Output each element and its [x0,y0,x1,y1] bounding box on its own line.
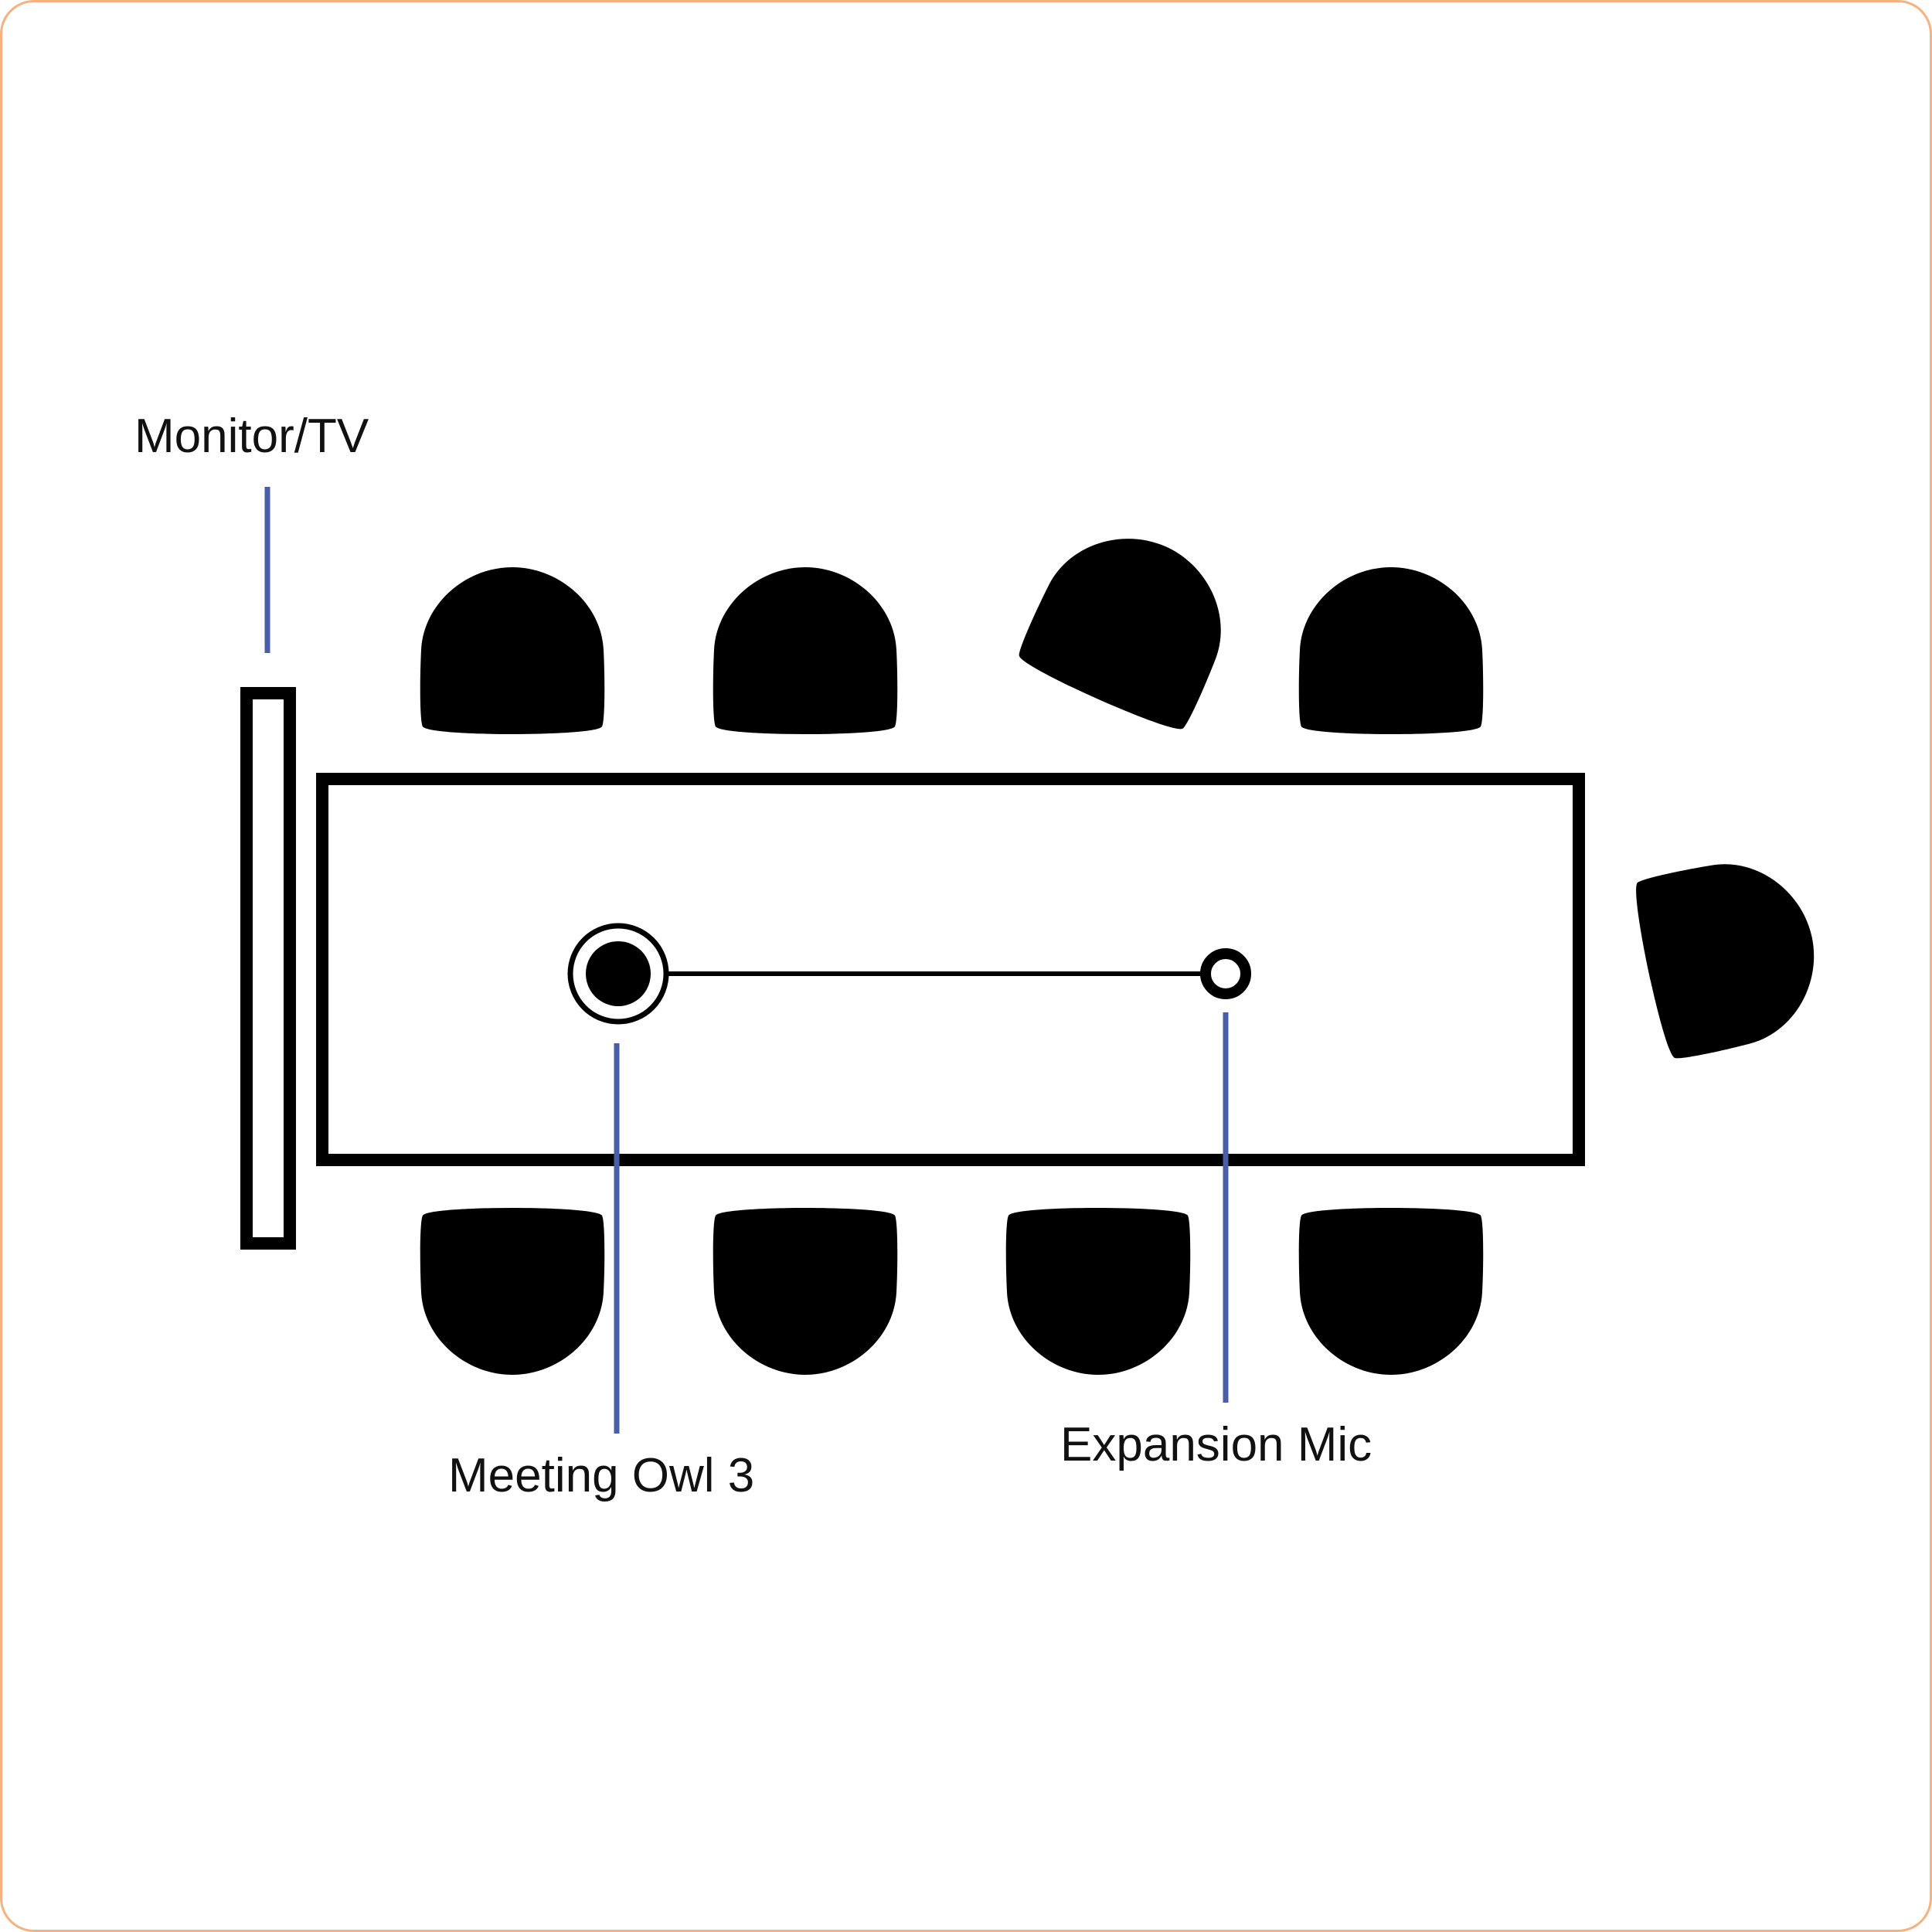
chair-icon [1005,1208,1191,1375]
chair-icon [713,1208,898,1375]
chair-icon [420,567,605,734]
owl-label: Meeting Owl 3 [448,1449,754,1502]
expansion-mic-icon [1200,948,1251,999]
conference-table [316,773,1585,1166]
chair-icon [1013,509,1250,737]
monitor-label: Monitor/TV [134,410,369,463]
chair-icon [1298,1208,1484,1375]
monitor-tv-icon [240,687,296,1250]
chair-icon [420,1208,605,1375]
chair-icon [713,567,898,734]
chair-icon [1629,847,1832,1063]
meeting-owl-icon [567,923,669,1025]
mic-label: Expansion Mic [1060,1418,1372,1471]
chair-icon [1298,567,1484,734]
